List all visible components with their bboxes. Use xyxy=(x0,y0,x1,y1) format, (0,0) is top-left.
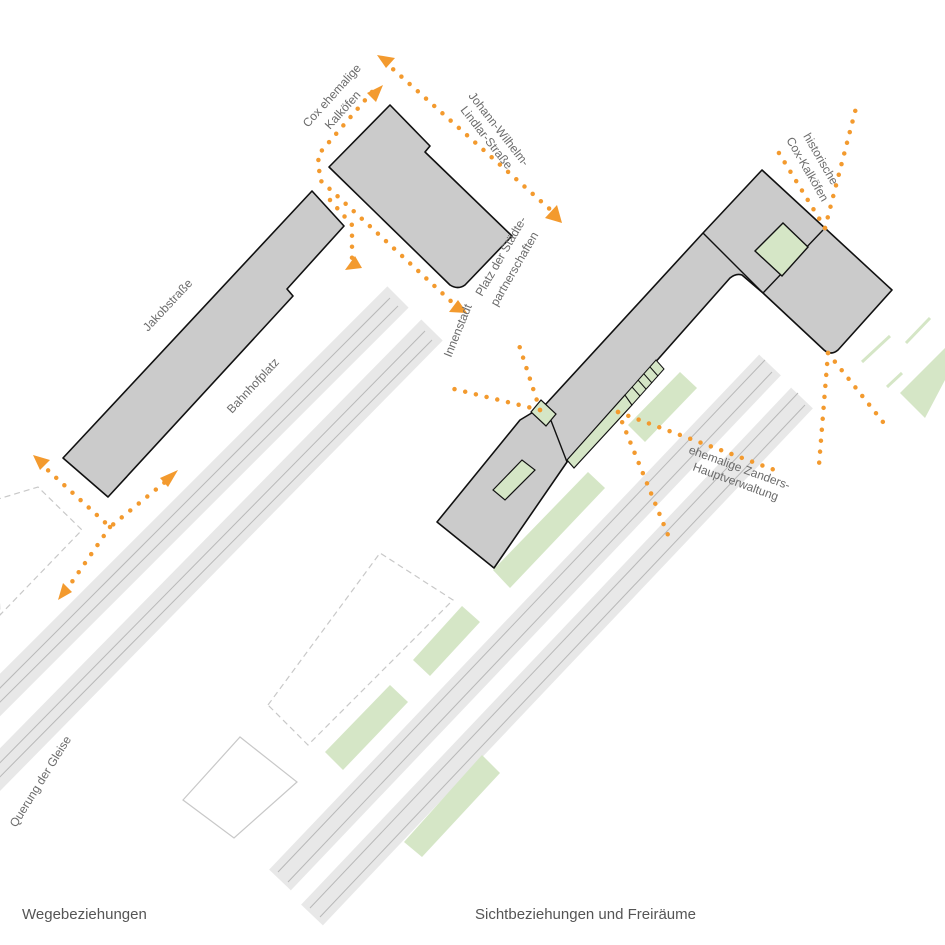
path-connections xyxy=(33,55,562,600)
courtyard xyxy=(753,222,809,277)
building-division xyxy=(702,232,764,294)
railway-tracks xyxy=(0,286,813,926)
label-johann-wilhelm-lindlar-strasse: Johann-Wilhelm- Lindlar-Straße xyxy=(458,89,532,172)
plot-outline xyxy=(182,736,298,839)
caption-wegebeziehungen: Wegebeziehungen xyxy=(22,906,147,923)
label-innenstadt: Innenstadt xyxy=(441,301,475,359)
label-historische-cox-kalkoefen: historische Cox-Kalköfen xyxy=(783,131,841,204)
green-spaces xyxy=(325,316,945,857)
planned-plot-middle xyxy=(267,552,454,746)
caption-sichtbeziehungen: Sichtbeziehungen und Freiräume xyxy=(475,906,696,923)
building-jakobstrasse xyxy=(62,190,345,498)
stairs xyxy=(624,359,665,406)
planned-plot-left xyxy=(0,486,83,616)
green-square xyxy=(530,399,557,427)
courtyard-small xyxy=(492,459,536,501)
building-top xyxy=(328,104,513,289)
sight-lines xyxy=(447,105,886,538)
label-cox-ehemalige-kalkoefen: Cox ehemalige Kalköfen xyxy=(300,61,364,132)
